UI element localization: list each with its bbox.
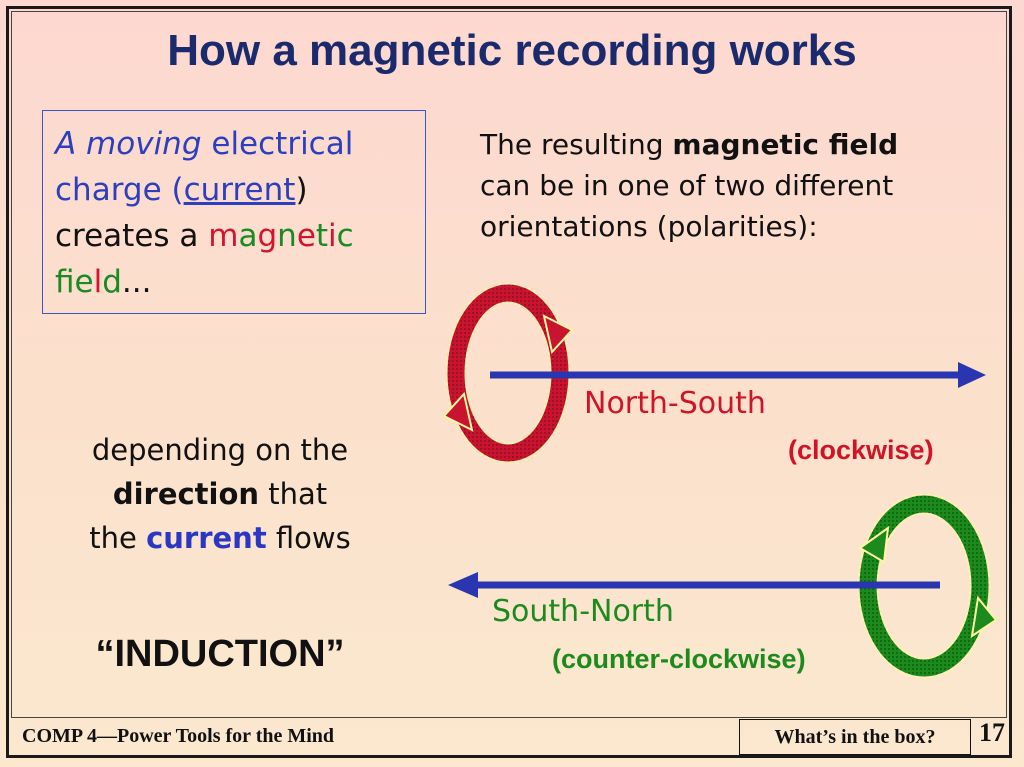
red-arrowhead-top [542, 314, 574, 355]
red-arrowhead-bottom [442, 391, 474, 432]
clockwise-label: (clockwise) [788, 435, 934, 465]
counter-clockwise-label: (counter-clockwise) [552, 644, 806, 674]
arrow-right [490, 362, 986, 388]
depending-text: depending on the direction that the curr… [40, 428, 400, 560]
depend-flows: flows [266, 521, 351, 555]
intro-textbox: A moving electrical charge (current) cre… [42, 110, 426, 314]
letter-d: d [102, 264, 122, 300]
resulting-field-text: The resulting magnetic field can be in o… [480, 124, 1000, 247]
green-arrowhead-top [858, 525, 890, 564]
text-electrical: electrical [201, 126, 354, 162]
letter-n: n [277, 218, 297, 254]
letter-m: m [208, 218, 239, 254]
letter-t: t [315, 218, 329, 254]
slide-frame [6, 6, 1012, 758]
depend-the: the [89, 521, 147, 555]
depend-line1: depending on the [91, 433, 349, 467]
depend-that: that [259, 477, 328, 511]
letter-l: l [93, 264, 103, 300]
resulting-line2: can be in one of two different [480, 169, 894, 202]
letter-i: i [328, 218, 337, 254]
slide-inner-frame [11, 11, 1007, 718]
arrow-left [448, 572, 940, 598]
depend-direction: direction [112, 477, 260, 511]
north-south-label: North-South [584, 386, 766, 421]
letter-f: f [55, 264, 75, 300]
letter-g: g [257, 218, 278, 254]
letter-e2: e [74, 264, 94, 300]
text-a-moving: A moving [55, 126, 202, 162]
page-number: 17 [979, 718, 1005, 747]
resulting-line3: orientations (polarities): [480, 210, 818, 243]
letter-a: a [238, 218, 258, 254]
text-current: current [183, 172, 296, 208]
text-paren: ) [295, 172, 308, 208]
text-creates-a: creates a [55, 218, 209, 254]
south-north-label: South-North [492, 594, 674, 629]
letter-c: c [336, 218, 354, 254]
text-ellipsis: ... [121, 264, 152, 300]
footer-whats-in-the-box-button[interactable]: What’s in the box? [739, 719, 971, 755]
slide-title: How a magnetic recording works [167, 26, 857, 75]
letter-e: e [296, 218, 316, 254]
induction-heading: “INDUCTION” [95, 633, 345, 675]
resulting-pre: The resulting [480, 128, 673, 161]
text-charge: charge ( [55, 172, 184, 208]
green-arrowhead-bottom [970, 595, 998, 639]
footer-course-title: COMP 4—Power Tools for the Mind [22, 725, 335, 747]
depend-current: current [146, 521, 267, 555]
resulting-bold: magnetic field [672, 128, 899, 161]
